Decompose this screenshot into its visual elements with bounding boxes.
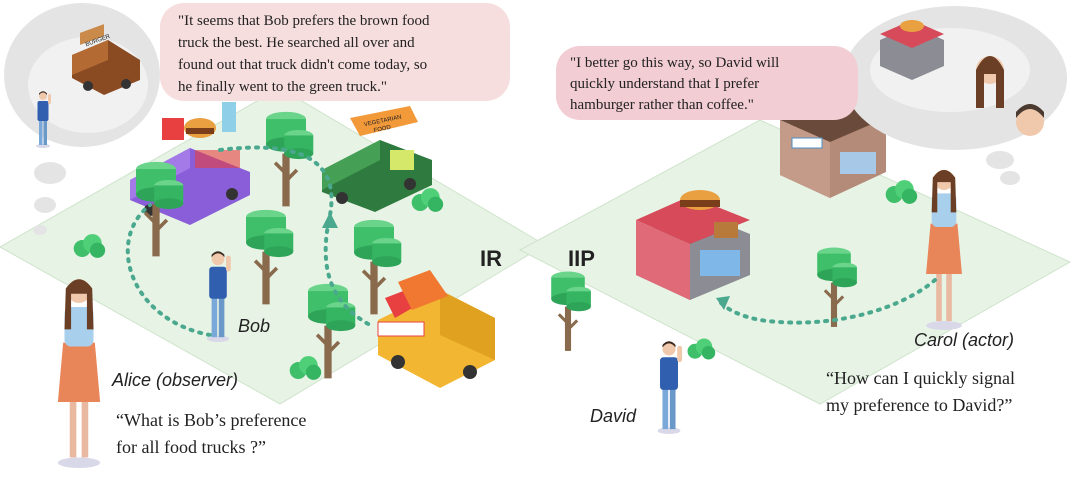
david-figure: [657, 341, 683, 434]
carol-path: [718, 278, 937, 325]
alice-thought-bubble: [160, 3, 510, 101]
label-david: David: [590, 406, 637, 426]
right-ground: [518, 119, 1072, 405]
burger-shop-thought-icon: [880, 20, 944, 80]
alice-bubble-line: truck the best. He searched all over and: [178, 35, 415, 51]
carol-thought-dot: [986, 151, 1014, 169]
carol-question-line: “How can I quickly signal: [826, 368, 1015, 388]
alice-bubble-line: found out that truck didn't come today, …: [178, 57, 427, 73]
carol-thought-dot: [1000, 171, 1020, 185]
alice-figure: [57, 279, 101, 468]
green-truck-sign-line2: FOOD: [373, 125, 392, 135]
alice-question-line: “What is Bob’s preference: [116, 410, 306, 430]
alice-thought-dot: [34, 162, 66, 184]
carol-bubble-line: quickly understand that I prefer: [570, 76, 759, 92]
carol-bubble-line: "I better go this way, so David will: [570, 55, 779, 71]
alice-thought-dot: [33, 225, 47, 235]
brown-food-truck-icon: BURGER: [72, 24, 140, 95]
carol-question-line: my preference to David?”: [826, 395, 1012, 415]
label-bob: Bob: [238, 316, 270, 336]
carol-in-thought-icon: [976, 56, 1004, 108]
label-ir: IR: [480, 246, 502, 271]
bob-path-arrow-icon: [322, 212, 338, 228]
label-alice: Alice (observer): [111, 370, 238, 390]
alice-bubble-line: he finally went to the green truck.": [178, 79, 387, 95]
burger-shop-icon: [636, 190, 750, 300]
alice-thought-dot: [34, 197, 56, 213]
alice-bubble-line: "It seems that Bob prefers the brown foo…: [178, 13, 430, 29]
label-carol: Carol (actor): [914, 330, 1014, 350]
yellow-pizza-truck-icon: [377, 270, 495, 388]
alice-question-line: for all food trucks ?”: [116, 437, 266, 457]
david-head-in-thought-icon: [1016, 104, 1044, 136]
green-vegetarian-truck-icon: VEGETARIAN FOOD: [322, 106, 432, 212]
alice-thought-text: "It seems that Bob prefers the brown foo…: [178, 13, 430, 95]
alice-question: “What is Bob’s preference for all food tr…: [116, 410, 306, 457]
carol-thought-bubble: [556, 46, 858, 120]
carol-bubble-line: hamburger rather than coffee.": [570, 97, 754, 113]
carol-path-arrow-icon: [716, 296, 730, 310]
carol-question: “How can I quickly signal my preference t…: [826, 368, 1015, 415]
carol-thought-text: "I better go this way, so David will quic…: [570, 55, 779, 113]
label-iip: IIP: [568, 246, 595, 271]
